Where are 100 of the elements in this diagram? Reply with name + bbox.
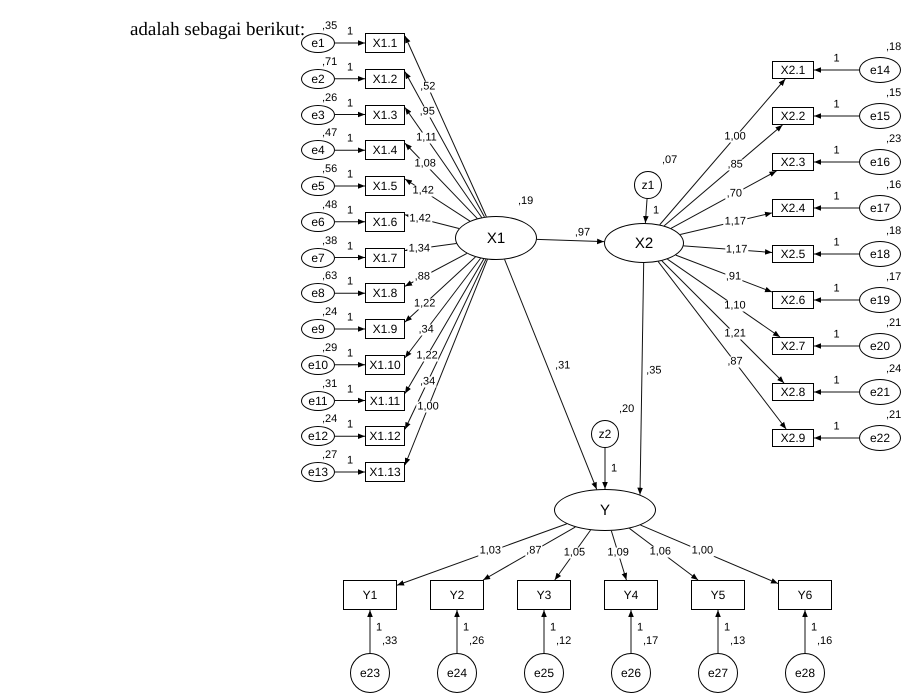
edge-label: 1,06 [648,546,672,558]
error-term-ellipse: e27 [698,653,738,693]
variance-value: ,07 [662,155,678,166]
edge-label: 1 [810,622,818,633]
error-term-ellipse: e15 [859,103,901,129]
edge-label: 1 [346,98,354,109]
arrow [404,142,478,219]
error-term-ellipse: e7 [301,248,335,268]
variance-value: ,63 [322,271,338,282]
error-term-ellipse: e19 [859,287,901,313]
indicator-box: X2.7 [772,337,814,355]
error-term-ellipse: e13 [301,462,335,482]
variance-value: ,16 [886,180,902,191]
edge-label: 1 [346,170,354,180]
edge-label: ,52 [419,81,436,92]
arrow [814,343,860,349]
arrow [334,326,366,332]
arrow [334,469,366,475]
arrow [628,610,634,654]
indicator-box: X2.3 [772,153,814,171]
edge-label: 1,09 [606,547,630,558]
edge-label: 1 [346,456,354,466]
indicator-box: X1.3 [365,104,405,124]
indicator-box: X2.1 [772,61,814,79]
edge-label: 1 [722,622,732,633]
error-term-ellipse: z2 [591,420,619,448]
error-term-ellipse: e9 [301,319,335,339]
edge-label: 1,17 [724,216,747,228]
arrow [404,258,486,430]
error-term-ellipse: e4 [301,140,335,160]
arrow [680,212,772,235]
edge-label: 1 [832,284,841,294]
variance-value: ,26 [322,92,338,104]
error-term-ellipse: e2 [301,68,335,89]
arrow [334,76,366,82]
edge-label: 1,22 [413,298,436,310]
edge-label: ,88 [414,272,431,283]
edge-label: 1,21 [723,328,747,340]
edge-label: ,34 [418,376,436,388]
indicator-box: X1.6 [365,212,405,232]
arrow [661,260,784,384]
indicator-box: X1.13 [365,462,405,482]
edge-label: 1 [346,348,354,360]
arrow [814,297,860,303]
edge-label: ,87 [525,545,542,556]
indicator-box: X1.1 [365,33,405,53]
error-term-ellipse: e5 [301,176,335,196]
arrow [541,610,547,654]
edge-label: 1,00 [723,132,747,143]
indicator-box: X2.9 [772,429,814,447]
arrow [404,259,488,466]
indicator-box: Y3 [517,580,571,610]
arrow [334,362,366,368]
error-term-ellipse: e8 [301,283,335,304]
arrow [814,389,860,395]
edge-label: 1,17 [724,244,748,256]
error-term-ellipse: e26 [611,653,651,693]
indicator-box: X1.5 [365,176,405,196]
edge-label: 1,08 [414,158,437,170]
indicator-box: X1.8 [365,283,405,304]
arrow [666,258,780,338]
edge-label: 1 [462,622,470,633]
edge-label: 1,10 [723,300,747,312]
edge-label: 1 [652,205,660,216]
arrow [404,258,482,358]
variance-value: ,16 [817,636,832,647]
arrow [404,258,484,394]
variance-value: ,19 [518,196,534,207]
arrow [482,526,576,580]
variance-value: ,20 [619,404,634,415]
error-term-ellipse: e6 [301,212,335,232]
arrow [802,610,808,654]
arrow [334,290,366,296]
indicator-box: X1.11 [365,390,405,410]
edge-label: 1 [346,384,354,395]
indicator-box: X2.5 [772,245,814,263]
variance-value: ,24 [322,414,338,426]
edge-label: ,35 [645,365,662,376]
edge-label: 1 [832,146,841,156]
indicator-box: X1.12 [365,426,405,446]
variance-value: ,48 [322,200,338,211]
variance-value: ,56 [322,164,338,175]
arrow [454,610,460,654]
error-term-ellipse: e28 [785,653,825,693]
variance-value: ,71 [322,56,338,68]
arrow [334,147,366,154]
variance-value: ,23 [886,134,902,145]
indicator-box: Y5 [691,580,745,610]
edge-label: 1 [832,238,841,248]
edge-label: 1 [346,26,354,38]
arrow [334,398,366,404]
arrow [404,107,482,218]
edge-label: ,95 [418,106,436,118]
arrow [658,261,787,430]
variance-value: ,13 [730,636,746,647]
edge-label: ,31 [554,360,572,372]
edge-label: 1,00 [690,546,714,557]
arrow [602,448,608,490]
edge-label: 1 [548,622,558,633]
arrow [404,178,470,222]
